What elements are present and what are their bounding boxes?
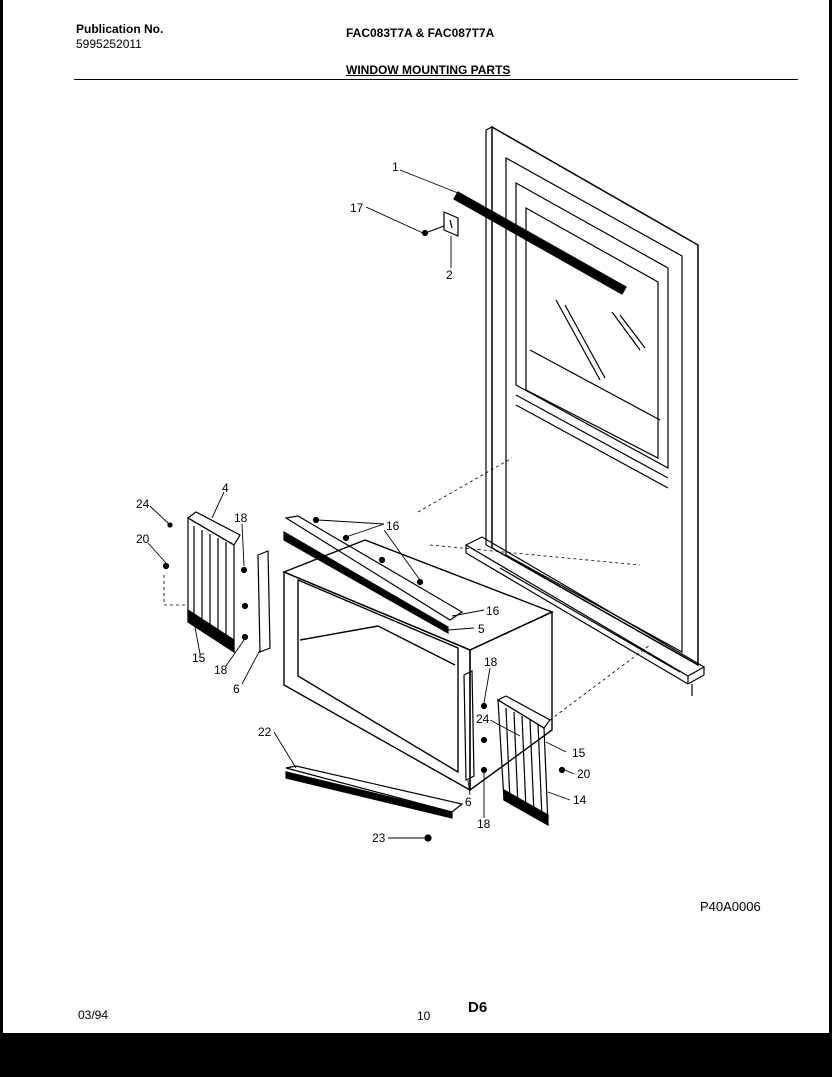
callout-14: 14 xyxy=(573,793,587,807)
top-angle-part xyxy=(283,515,464,635)
callout-24-right: 24 xyxy=(476,712,490,726)
top-channel-part xyxy=(453,191,627,295)
cabinet-sleeve xyxy=(282,539,554,792)
callout-18-left-bottom: 18 xyxy=(214,663,228,677)
callout-16-top: 16 xyxy=(386,519,400,533)
page-number: 10 xyxy=(417,1009,431,1023)
window-frame xyxy=(485,125,699,667)
callout-22: 22 xyxy=(258,725,272,739)
publication-date: 03/94 xyxy=(78,1008,109,1022)
callout-20-left: 20 xyxy=(136,532,150,546)
callout-18-left-top: 18 xyxy=(234,511,248,525)
publication-number: 5995252011 xyxy=(76,37,142,51)
callout-4: 4 xyxy=(222,481,229,495)
callout-23: 23 xyxy=(372,831,386,845)
left-side-bracket xyxy=(240,550,271,653)
scan-bottom-border xyxy=(0,1033,832,1077)
window-sill xyxy=(464,536,706,696)
callout-18-right-top: 18 xyxy=(484,655,498,669)
figure-code: P40A0006 xyxy=(700,899,761,914)
callout-1: 1 xyxy=(392,160,399,174)
callout-17: 17 xyxy=(350,201,364,215)
alignment-guides xyxy=(163,457,651,721)
callout-6-right: 6 xyxy=(465,795,472,809)
left-accordion-panel xyxy=(162,511,241,654)
callout-15-left: 15 xyxy=(192,651,206,665)
callout-2: 2 xyxy=(446,268,453,282)
callout-labels: 1 17 2 4 24 18 20 16 16 15 18 6 5 18 24 … xyxy=(136,160,591,845)
publication-label: Publication No. xyxy=(76,22,164,36)
callout-15-right: 15 xyxy=(572,746,586,760)
right-side-bracket xyxy=(463,670,488,781)
callout-6-left: 6 xyxy=(233,682,240,696)
sill-support-rail xyxy=(285,765,464,842)
header-rule xyxy=(74,79,798,80)
scan-right-edge xyxy=(829,0,832,1077)
callout-5: 5 xyxy=(478,622,485,636)
callout-16-right: 16 xyxy=(486,604,500,618)
callout-18-right-bottom: 18 xyxy=(477,817,491,831)
mounting-bracket-part xyxy=(421,211,459,237)
page-code: D6 xyxy=(468,999,488,1016)
right-accordion-panel xyxy=(496,695,566,827)
scan-left-edge xyxy=(0,0,3,1077)
section-title: WINDOW MOUNTING PARTS xyxy=(346,63,511,77)
callout-24-left: 24 xyxy=(136,497,150,511)
callout-leaders xyxy=(147,169,575,839)
model-numbers: FAC083T7A & FAC087T7A xyxy=(346,26,495,40)
callout-20-right: 20 xyxy=(577,767,591,781)
